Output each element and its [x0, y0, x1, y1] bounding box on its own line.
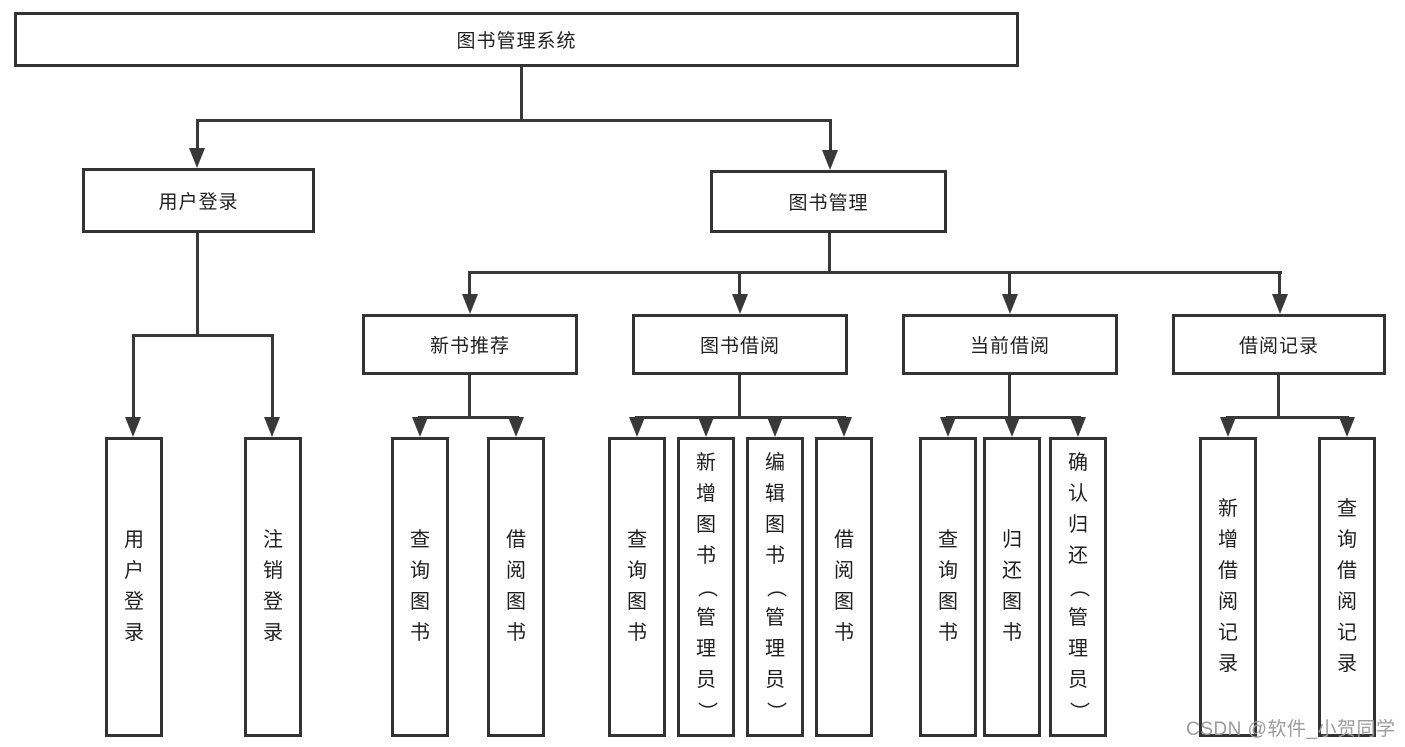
leaf-edit-books-admin: 编辑图书（管理员）: [746, 437, 804, 737]
connector-line: [468, 375, 471, 419]
leaf-return-books: 归还图书: [983, 437, 1041, 737]
node-user-login: 用户登录: [82, 168, 315, 233]
arrow-down-icon: [836, 417, 852, 437]
arrow-down-icon: [940, 417, 956, 437]
arrow-down-icon: [125, 417, 141, 437]
leaf-borrow-books-2: 借阅图书: [815, 437, 873, 737]
arrow-down-icon: [1004, 417, 1020, 437]
connector-line: [1226, 416, 1349, 419]
leaf-borrow-books-1: 借阅图书: [487, 437, 545, 737]
arrow-down-icon: [1220, 417, 1236, 437]
arrow-down-icon: [1272, 294, 1288, 314]
node-label: 图书管理: [788, 193, 869, 214]
leaf-label: 新增图书（管理员）: [695, 451, 718, 722]
arrow-down-icon: [264, 417, 280, 437]
watermark-csdn: CSDN @软件_小贺同学: [1186, 719, 1396, 740]
leaf-label: 归还图书: [1002, 529, 1022, 644]
leaf-query-books-1: 查询图书: [391, 437, 449, 737]
leaf-label: 查询图书: [938, 529, 958, 644]
arrow-down-icon: [629, 417, 645, 437]
connector-line: [1008, 375, 1011, 419]
arrow-down-icon: [767, 417, 783, 437]
connector-line: [828, 233, 831, 274]
leaf-label: 用户登录: [124, 529, 144, 644]
connector-line: [635, 416, 846, 419]
leaf-user-login: 用户登录: [105, 437, 163, 737]
connector-line: [738, 274, 741, 298]
leaf-add-borrow-record: 新增借阅记录: [1199, 437, 1257, 737]
connector-line: [418, 416, 519, 419]
connector-line: [271, 337, 274, 419]
leaf-query-books-3: 查询图书: [919, 437, 977, 737]
connector-line: [196, 119, 832, 122]
leaf-label: 借阅图书: [834, 529, 854, 644]
arrow-down-icon: [412, 417, 428, 437]
connector-line: [132, 337, 135, 419]
connector-line: [829, 122, 832, 154]
connector-line: [468, 274, 471, 298]
leaf-label: 注销登录: [263, 529, 283, 644]
arrow-down-icon: [732, 294, 748, 314]
arrow-down-icon: [822, 150, 838, 170]
leaf-label: 确认归还（管理员）: [1067, 451, 1090, 722]
leaf-label: 查询图书: [627, 529, 647, 644]
node-label: 当前借阅: [969, 336, 1050, 357]
node-book-borrowing: 图书借阅: [632, 314, 848, 375]
connector-line: [1278, 274, 1281, 298]
leaf-logout: 注销登录: [244, 437, 302, 737]
connector-line: [196, 233, 199, 337]
connector-line: [196, 122, 199, 152]
node-label: 新书推荐: [429, 336, 510, 357]
node-label: 图书借阅: [699, 336, 780, 357]
arrow-down-icon: [1070, 417, 1086, 437]
connector-line: [1277, 375, 1280, 419]
arrow-down-icon: [1339, 417, 1355, 437]
node-current-borrowing: 当前借阅: [902, 314, 1118, 375]
node-book-management: 图书管理: [710, 170, 947, 233]
arrow-down-icon: [462, 294, 478, 314]
node-library-management-system: 图书管理系统: [14, 12, 1019, 67]
leaf-query-books-2: 查询图书: [608, 437, 666, 737]
connector-line: [738, 375, 741, 419]
node-borrowing-records: 借阅记录: [1172, 314, 1386, 375]
leaf-query-borrow-record: 查询借阅记录: [1318, 437, 1376, 737]
connector-line: [520, 66, 523, 122]
connector-line: [1008, 274, 1011, 298]
node-label: 图书管理系统: [456, 31, 577, 52]
connector-line: [132, 334, 274, 337]
arrow-down-icon: [508, 417, 524, 437]
arrow-down-icon: [189, 148, 205, 168]
leaf-label: 查询图书: [410, 529, 430, 644]
leaf-confirm-return-admin: 确认归还（管理员）: [1049, 437, 1107, 737]
connector-line: [468, 271, 1282, 274]
arrow-down-icon: [1002, 294, 1018, 314]
leaf-label: 编辑图书（管理员）: [764, 451, 787, 722]
leaf-label: 查询借阅记录: [1337, 498, 1357, 675]
leaf-label: 借阅图书: [506, 529, 526, 644]
leaf-label: 新增借阅记录: [1218, 498, 1238, 675]
node-label: 用户登录: [158, 192, 239, 213]
node-new-book-recommendation: 新书推荐: [362, 314, 578, 375]
leaf-add-books-admin: 新增图书（管理员）: [677, 437, 735, 737]
node-label: 借阅记录: [1238, 336, 1319, 357]
arrow-down-icon: [698, 417, 714, 437]
